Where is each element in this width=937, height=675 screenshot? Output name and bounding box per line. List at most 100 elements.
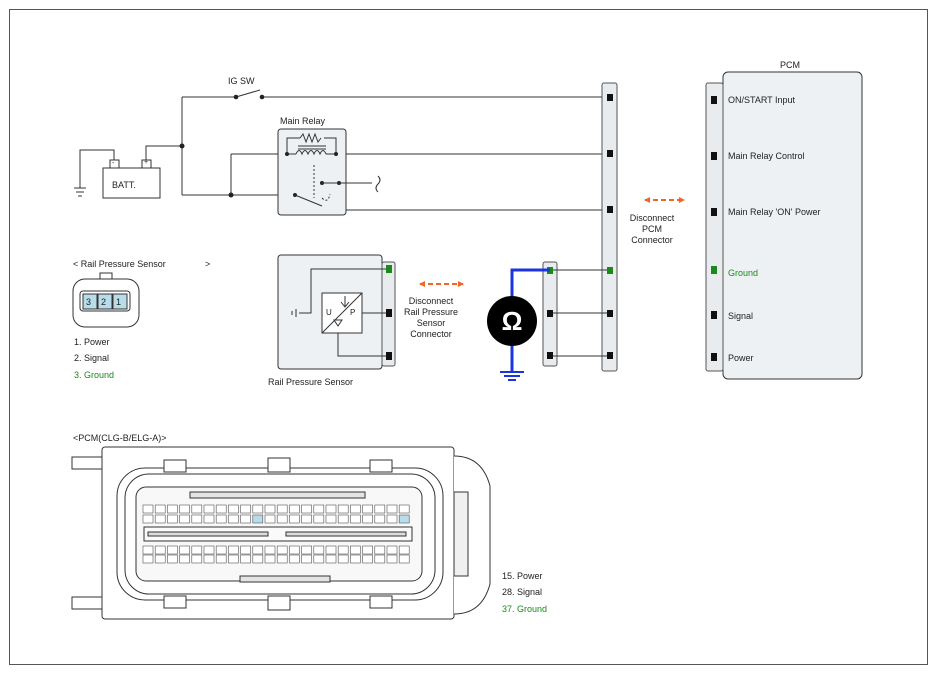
pcm-pin-label-ground: Ground — [728, 268, 759, 278]
connector-pin-cavity — [154, 504, 166, 514]
connector-pin-cavity — [362, 504, 373, 514]
connector-pin-cavity — [252, 545, 264, 555]
pcm-harness-pins — [607, 94, 613, 359]
sensor-symbol-p: P — [350, 308, 356, 317]
sensor-disconnect-line-3: Sensor — [416, 318, 446, 328]
connector-pin-cavity — [142, 545, 154, 555]
connector-pin-cavity — [215, 504, 227, 514]
sensor-pin-number-2: 2 — [101, 297, 107, 307]
pcm-pin-legend-power: 15. Power — [502, 571, 543, 581]
connector-pin-cavity — [289, 504, 300, 514]
connector-pin-cavity — [264, 514, 276, 524]
connector-pin-cavity — [325, 554, 337, 564]
ohmmeter — [487, 296, 537, 346]
connector-pin-cavity — [325, 545, 337, 555]
connector-pin-cavity — [240, 514, 251, 524]
connector-pin-cavity — [398, 504, 410, 514]
pcm-connector — [705, 82, 724, 372]
connector-pin-cavity — [191, 545, 203, 555]
connector-pin-cavity — [276, 514, 288, 524]
pcm-pins — [711, 96, 717, 361]
connector-pin-cavity — [313, 504, 325, 514]
battery — [74, 145, 182, 199]
pcm-connector-title: <PCM(CLG-B/ELG-A)> — [73, 433, 167, 443]
connector-pin-cavity — [289, 545, 300, 555]
pcm-disconnect-line-3: Connector — [631, 235, 673, 245]
connector-pin-cavity — [350, 554, 361, 564]
connector-pin-cavity — [191, 554, 203, 564]
connector-pin-cavity — [240, 554, 251, 564]
connector-pin-cavity — [386, 514, 398, 524]
connector-pin-cavity — [362, 514, 373, 524]
connector-pin-cavity — [386, 545, 398, 555]
connector-pin-cavity — [179, 554, 190, 564]
connector-pin-cavity — [167, 504, 178, 514]
connector-pin-cavity — [301, 504, 312, 514]
connector-pin-cavity — [374, 504, 386, 514]
connector-pin-cavity — [142, 554, 154, 564]
connector-pin-cavity — [240, 545, 251, 555]
connector-pin-cavity — [350, 514, 361, 524]
battery-label: BATT. — [112, 180, 136, 190]
pcm-disconnect-label: Disconnect PCM Connector — [622, 213, 682, 246]
pcm-harness-connector — [601, 82, 618, 372]
connector-pin-cavity — [301, 545, 312, 555]
connector-pin-cavity — [142, 514, 154, 524]
connector-pin-cavity — [191, 514, 203, 524]
connector-pin-cavity — [179, 545, 190, 555]
sensor-connector-title: < Rail Pressure Sensor — [73, 259, 166, 269]
connector-pin-cavity — [301, 514, 312, 524]
connector-pin-cavity — [386, 504, 398, 514]
sensor-disconnect-line-1: Disconnect — [408, 296, 454, 306]
connector-pin-cavity — [337, 514, 349, 524]
connector-pin-cavity — [142, 504, 154, 514]
connector-pin-cavity — [264, 545, 276, 555]
main-relay — [277, 128, 381, 216]
connector-pin-cavity — [289, 514, 300, 524]
connector-pin-cavity — [154, 514, 166, 524]
connector-pin-cavity — [154, 545, 166, 555]
connector-pin-cavity — [337, 554, 349, 564]
connector-pin-cavity — [203, 545, 215, 555]
connector-pin-cavity — [203, 504, 215, 514]
connector-pin-cavity — [276, 504, 288, 514]
ig-switch-label: IG SW — [228, 76, 255, 86]
sensor-pin-legend-ground: 3. Ground — [74, 370, 115, 380]
connector-pin-cavity — [179, 514, 190, 524]
connector-pin-cavity — [289, 554, 300, 564]
connector-pin-cavity — [374, 545, 386, 555]
connector-pin-cavity — [325, 504, 337, 514]
battery-negative-label: - — [112, 160, 115, 167]
connector-pin-cavity — [252, 554, 264, 564]
ohm-symbol: Ω — [501, 306, 523, 336]
connector-pin-cavity — [362, 545, 373, 555]
sensor-connector-face — [72, 272, 140, 328]
connector-pin-cavity — [240, 504, 251, 514]
connector-pin-cavity — [398, 554, 410, 564]
sensor-pin-number-3: 3 — [86, 297, 92, 307]
sensor-pin-legend-power: 1. Power — [74, 337, 110, 347]
connector-pin-cavity — [252, 514, 264, 524]
connector-pin-cavity — [167, 545, 178, 555]
sensor-pin-number-1: 1 — [116, 297, 122, 307]
connector-pin-cavity — [154, 554, 166, 564]
connector-pin-cavity — [228, 545, 239, 555]
connector-pin-cavity — [337, 504, 349, 514]
connector-pin-cavity — [362, 554, 373, 564]
pcm-disconnect-line-2: PCM — [642, 224, 662, 234]
pcm-connector-face — [71, 446, 491, 620]
power-wiring — [181, 89, 606, 211]
connector-pin-cavity — [350, 545, 361, 555]
pcm-box — [722, 71, 863, 380]
connector-pin-cavity — [228, 504, 239, 514]
connector-pin-cavity — [167, 514, 178, 524]
pcm-pin-label-on-start: ON/START Input — [728, 95, 796, 105]
sensor-disconnect-line-2: Rail Pressure — [403, 307, 459, 317]
rail-pressure-sensor-label: Rail Pressure Sensor — [268, 377, 354, 387]
connector-pin-cavity — [252, 504, 264, 514]
connector-pin-cavity — [313, 554, 325, 564]
connector-pin-cavity — [264, 504, 276, 514]
sensor-disconnect-label: Disconnect Rail Pressure Sensor Connecto… — [398, 296, 464, 340]
